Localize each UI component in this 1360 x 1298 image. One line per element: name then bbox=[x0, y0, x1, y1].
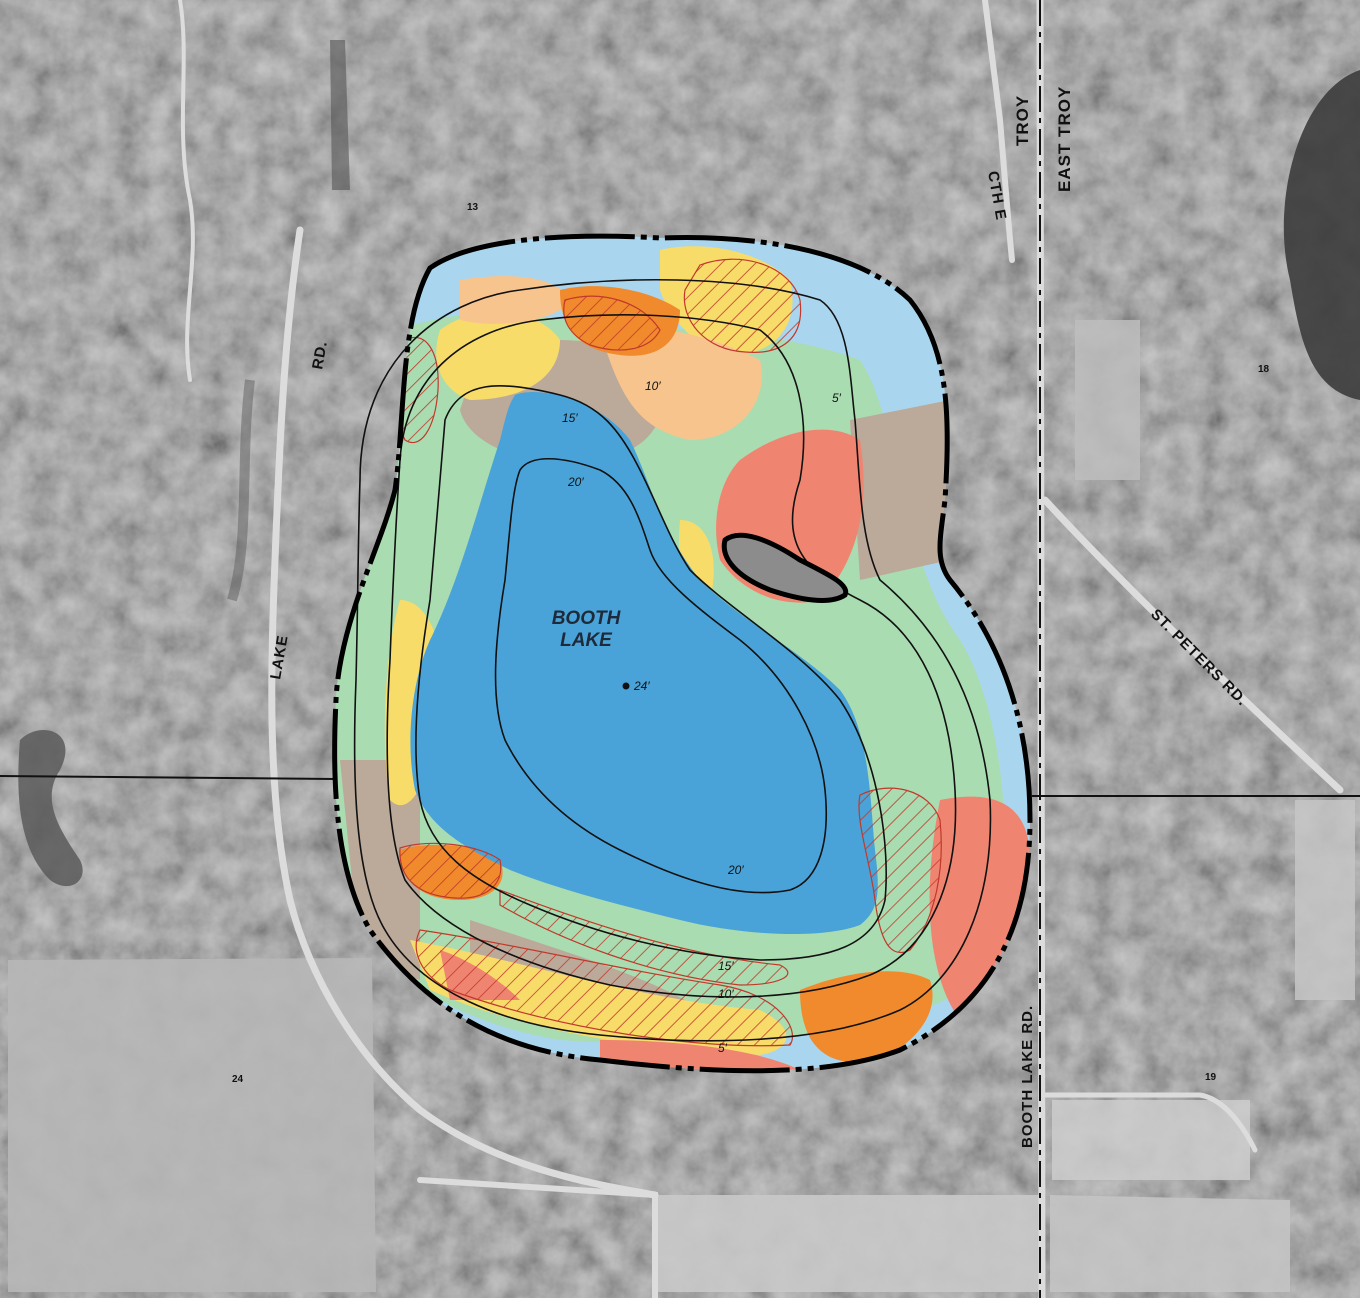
cth-e-road bbox=[982, 0, 1015, 263]
zone-gray-brown-east bbox=[850, 400, 950, 580]
south-road bbox=[417, 1177, 658, 1298]
road-label-booth-lake: BOOTH LAKE RD. bbox=[1019, 1005, 1036, 1148]
hatch-east bbox=[858, 787, 942, 954]
contour-label-5ft-south: 5′ bbox=[718, 1041, 728, 1055]
contour-label-20ft-south: 20′ bbox=[727, 863, 744, 877]
north-road bbox=[178, 0, 195, 382]
hatch-north bbox=[563, 295, 661, 351]
town-label-troy: TROY bbox=[1013, 95, 1032, 146]
st-peters-rd bbox=[1041, 496, 1344, 794]
zone-yellow-nw bbox=[436, 311, 560, 400]
zone-peach-center bbox=[600, 327, 762, 440]
hatch-south bbox=[415, 929, 794, 1047]
section-label-24: 24 bbox=[232, 1074, 244, 1085]
contour-label-20ft-north: 20′ bbox=[567, 475, 584, 489]
contour-label-10ft-north: 10′ bbox=[645, 379, 661, 393]
lake-rd bbox=[268, 226, 659, 1199]
deepest-point-label: 24′ bbox=[633, 679, 650, 693]
town-label-east-troy: EAST TROY bbox=[1055, 86, 1074, 192]
depth-contours bbox=[353, 278, 992, 1042]
lake-zones bbox=[334, 236, 1030, 1071]
contour-10ft bbox=[386, 314, 957, 998]
zone-orange-se bbox=[800, 971, 933, 1063]
zone-deep-water bbox=[410, 392, 878, 935]
section-label-19: 19 bbox=[1205, 1072, 1217, 1083]
lake-name-line2: LAKE bbox=[560, 630, 613, 651]
contour-label-10ft-south: 10′ bbox=[718, 987, 734, 1001]
deepest-point-marker bbox=[622, 682, 630, 690]
contour-label-5ft-east: 5′ bbox=[832, 391, 842, 405]
contour-15ft bbox=[415, 384, 887, 961]
road-label-rd: RD. bbox=[309, 339, 331, 370]
hatch-southmid bbox=[499, 889, 789, 986]
contour-20ft bbox=[494, 457, 828, 894]
east-road bbox=[1042, 1092, 1258, 1153]
contour-label-15ft-north: 15′ bbox=[562, 411, 578, 425]
lake-name-line1: BOOTH bbox=[552, 608, 622, 629]
zone-peach-north bbox=[460, 276, 570, 324]
island bbox=[721, 532, 849, 603]
section-label-13: 13 bbox=[467, 202, 479, 213]
section-label-18: 18 bbox=[1258, 364, 1270, 375]
contour-5ft bbox=[353, 278, 992, 1042]
contour-label-15ft-south: 15′ bbox=[718, 959, 734, 973]
shoreline bbox=[332, 233, 1033, 1074]
hatch-ne bbox=[683, 258, 802, 353]
